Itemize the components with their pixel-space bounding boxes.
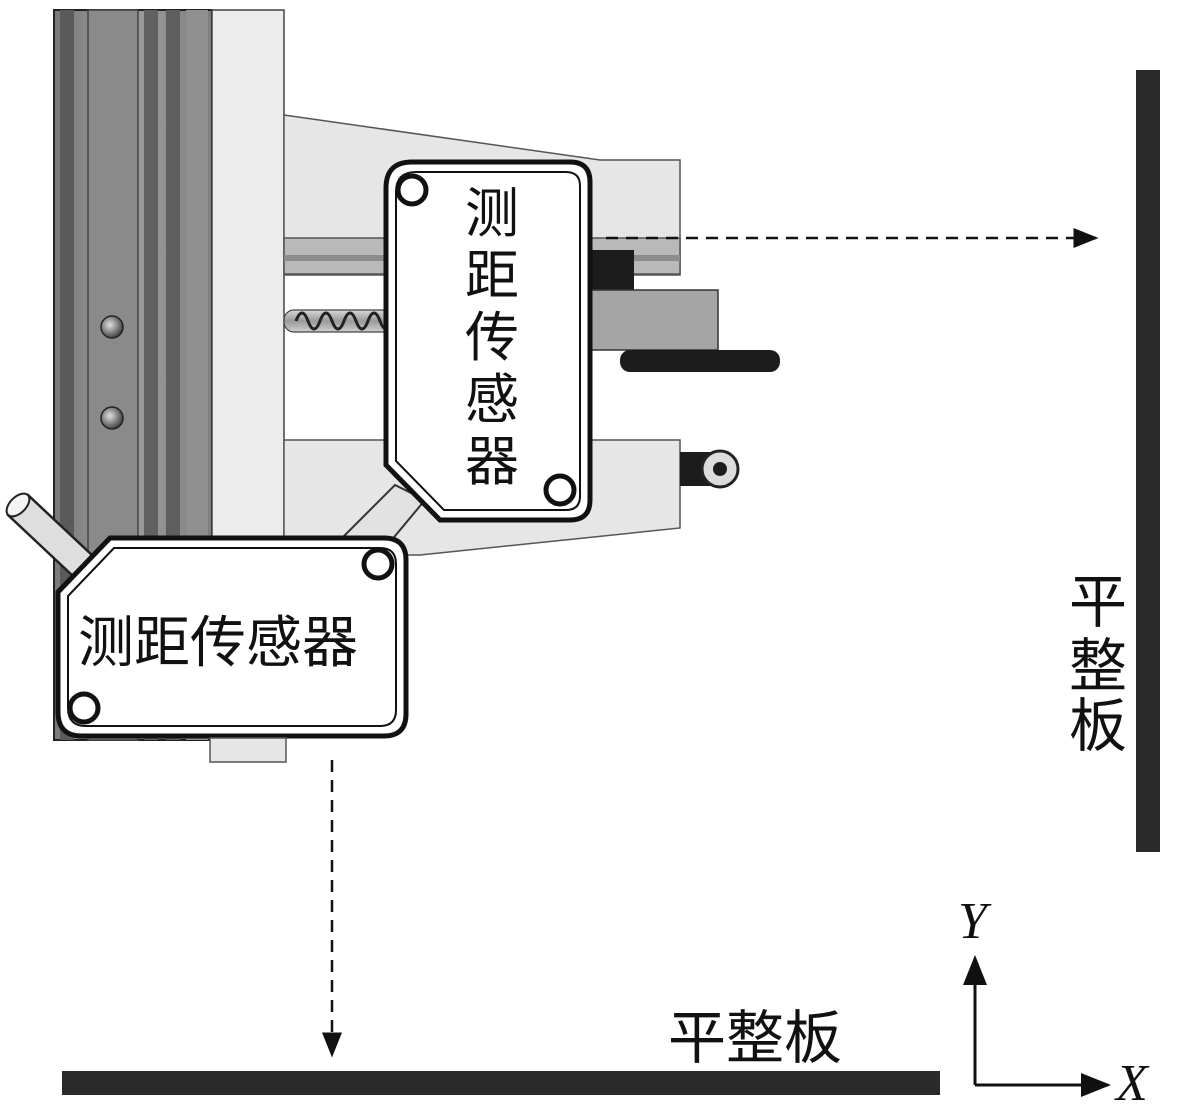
- flat-plate-vertical: [1136, 70, 1160, 852]
- plate-vertical-char: 板: [1069, 692, 1127, 760]
- bolt-icon: [100, 406, 124, 430]
- sensor-vertical-char: 传: [465, 306, 519, 369]
- axis-indicator: Y X: [958, 893, 1150, 1112]
- flat-plate-horizontal: [62, 1071, 940, 1095]
- sensor-vertical-char: 距: [465, 244, 519, 307]
- axis-x-label: X: [1114, 1055, 1150, 1112]
- plate-vertical-char: 整: [1069, 632, 1127, 700]
- bolt-icon: [100, 315, 124, 339]
- sensor-vertical-char: 感: [465, 368, 519, 431]
- clamp-parts: [587, 250, 780, 489]
- sensor-horizontal-label: 测距传感器: [78, 611, 358, 676]
- sensor-vertical-char: 器: [465, 430, 519, 493]
- sensor-vertical-char: 测: [465, 182, 519, 245]
- axis-y-label: Y: [958, 893, 992, 950]
- plate-vertical-char: 平: [1069, 568, 1127, 636]
- plate-horizontal-label: 平整板: [668, 1004, 842, 1072]
- spring-assembly: [283, 309, 395, 333]
- distance-sensor-vertical: 测 距 传 感 器: [383, 159, 593, 523]
- distance-sensor-horizontal: 测距传感器: [55, 535, 409, 763]
